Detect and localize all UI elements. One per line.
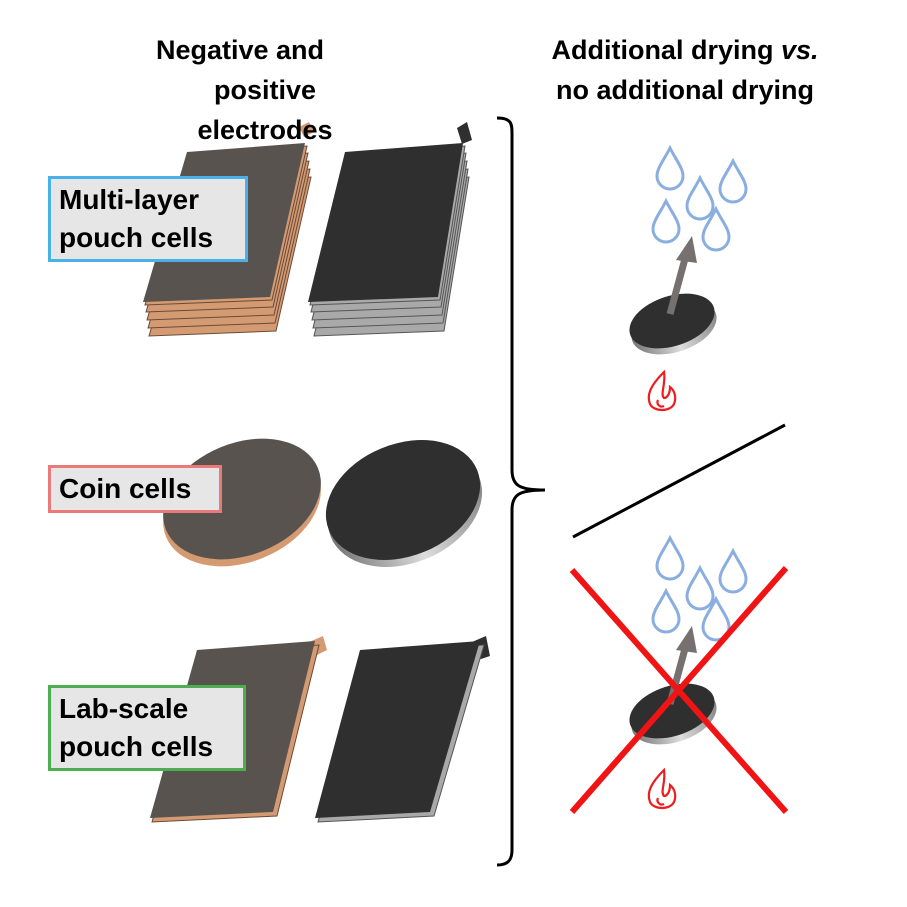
left-header-line1: Negative and bbox=[155, 35, 325, 65]
cross-icon bbox=[569, 566, 789, 814]
right-header-prefix: Additional drying bbox=[551, 35, 781, 65]
water-drop-icon bbox=[651, 536, 748, 642]
label-line1: Lab-scale bbox=[59, 693, 189, 724]
multilayer-positive-electrode-stack bbox=[308, 122, 472, 337]
labscale-positive-electrode bbox=[315, 636, 490, 823]
arrow-up-icon bbox=[666, 236, 697, 315]
label-coin-cells: Coin cells bbox=[48, 465, 222, 513]
label-line2: pouch cells bbox=[59, 731, 214, 762]
no-additional-drying-illustration bbox=[629, 536, 748, 810]
label-line2: pouch cells bbox=[59, 222, 214, 253]
additional-drying-illustration bbox=[629, 146, 748, 412]
divider-line bbox=[572, 423, 786, 539]
curly-brace bbox=[496, 116, 546, 867]
label-line1: Multi-layer bbox=[59, 184, 200, 215]
label-line1: Coin cells bbox=[59, 473, 192, 504]
coin-positive-electrode bbox=[325, 440, 483, 567]
water-drop-icon bbox=[651, 146, 748, 252]
label-labscale-pouch-cells: Lab-scale pouch cells bbox=[48, 685, 246, 771]
right-header: Additional drying vs. no additional dryi… bbox=[520, 30, 850, 110]
left-header: Negative and positive electrodes bbox=[95, 30, 385, 150]
flame-icon bbox=[647, 768, 677, 810]
label-multilayer-pouch-cells: Multi-layer pouch cells bbox=[48, 176, 248, 262]
right-header-vs: vs. bbox=[780, 35, 819, 65]
flame-icon bbox=[647, 370, 677, 412]
left-header-line2: positive electrodes bbox=[197, 75, 333, 145]
right-header-line2: no additional drying bbox=[556, 75, 814, 105]
right-header-line1: Additional drying vs. bbox=[520, 30, 850, 70]
